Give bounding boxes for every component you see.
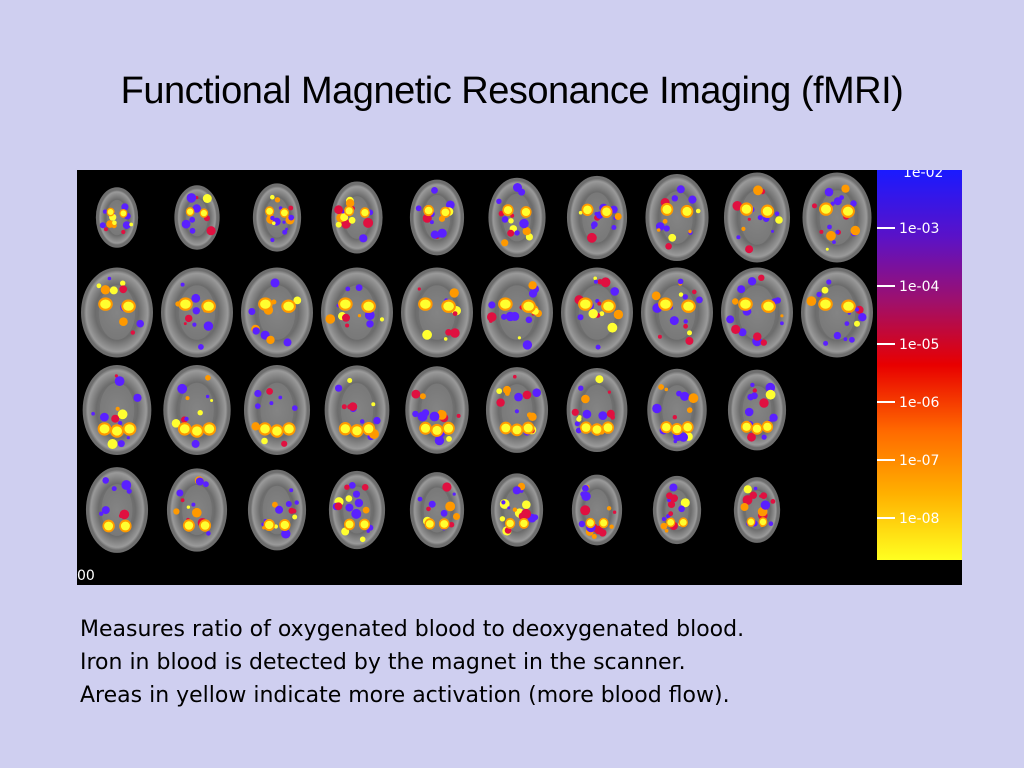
brain-slices [81,172,873,553]
caption-line-3: Areas in yellow indicate more activation… [80,683,730,708]
corner-label: 00 [77,568,95,584]
brain-slice [166,468,228,552]
brain-slice [81,267,153,358]
brain-slice [733,477,781,543]
colorbar: 1e-02 1e-03 1e-04 1e-05 1e-06 1e-07 1e-08 [877,170,962,560]
brain-slice [652,475,702,545]
brain-slice [723,172,791,263]
brain-slice [566,367,628,453]
brain-slice [485,367,549,453]
brain-slice [321,267,393,358]
brain-slice [324,365,390,455]
fmri-montage: 1e-02 1e-03 1e-04 1e-05 1e-06 1e-07 1e-08 00 [77,170,962,584]
colorbar-gradient [877,170,962,560]
colorbar-tick-label: 1e-08 [899,511,939,527]
brain-slice [490,473,544,547]
colorbar-tick-label: 1e-03 [899,221,939,237]
brain-slice [174,185,220,250]
brain-slice [409,472,465,548]
brain-slice [488,177,546,258]
brain-slice [641,267,713,358]
brain-slice [252,183,302,252]
brain-slice [802,172,872,263]
caption: Measures ratio of oxygenated blood to de… [80,613,744,712]
brain-slice [82,365,152,455]
colorbar-ticks: 1e-03 1e-04 1e-05 1e-06 1e-07 1e-08 [877,221,939,527]
colorbar-tick-label: 1e-04 [899,279,939,295]
brain-slice [401,267,473,358]
brain-slice [645,173,709,262]
brain-slice [561,267,633,358]
brain-slice [85,467,149,553]
brain-slice [405,366,469,454]
colorbar-tick-label: 1e-06 [899,395,939,411]
brain-slice [647,368,707,452]
brain-slice [727,369,787,451]
brain-slice [801,267,873,358]
slide-title: Functional Magnetic Resonance Imaging (f… [120,70,904,112]
brain-slice [95,187,139,248]
brain-slice [331,181,383,254]
caption-line-2: Iron in blood is detected by the magnet … [80,650,686,675]
brain-slice [328,470,386,550]
brain-slice [241,267,313,358]
brain-slice [571,474,623,546]
brain-slice [163,365,231,455]
brain-slice [247,469,307,551]
caption-line-1: Measures ratio of oxygenated blood to de… [80,617,745,642]
brain-slice [721,267,793,358]
brain-slice [243,365,311,455]
brain-slice [566,175,628,260]
colorbar-tick-label: 1e-05 [899,337,939,353]
colorbar-top-label: 1e-02 [903,170,943,181]
brain-slice [409,179,465,256]
colorbar-tick-label: 1e-07 [899,453,939,469]
fmri-brain-slices-figure: 1e-02 1e-03 1e-04 1e-05 1e-06 1e-07 1e-08 00 [77,170,962,585]
brain-slice [481,267,553,358]
brain-slice [161,267,233,358]
